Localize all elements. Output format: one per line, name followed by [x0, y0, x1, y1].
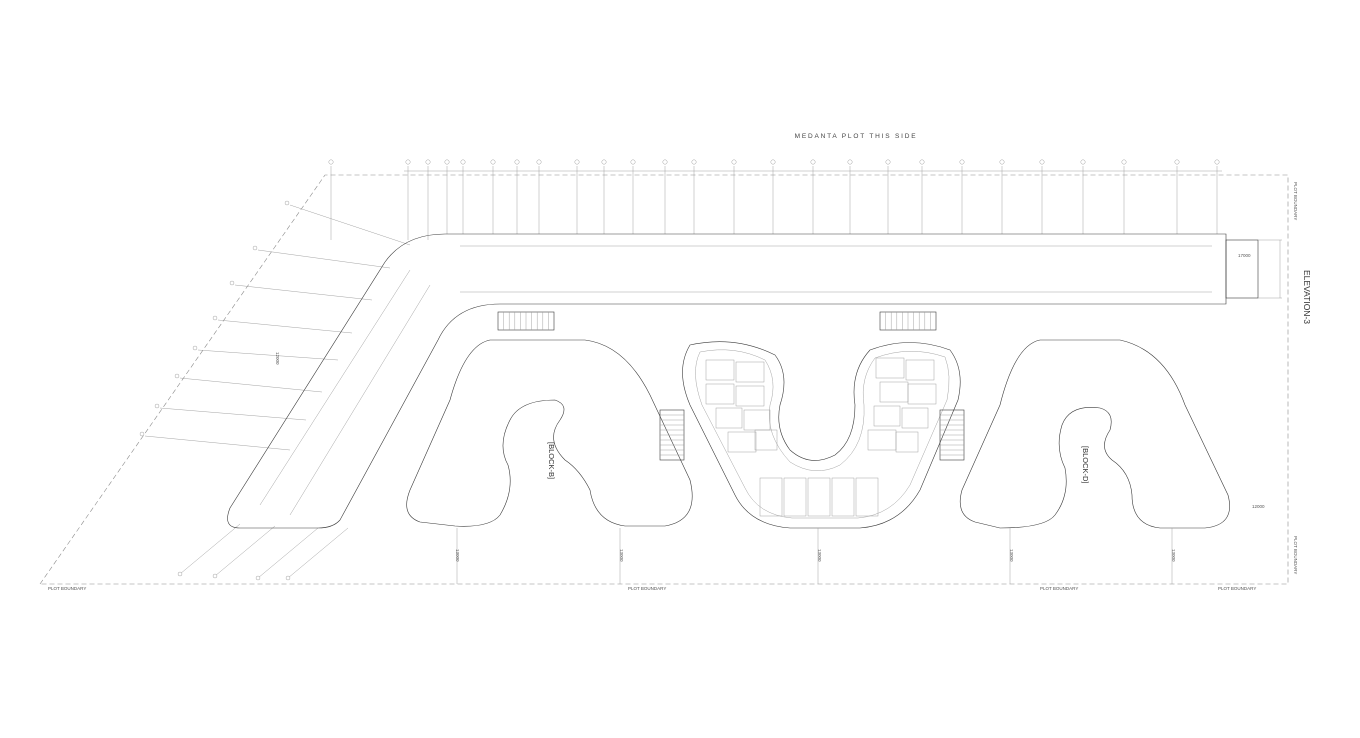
- room-cell: [735, 361, 765, 383]
- room-cell: [705, 383, 735, 405]
- grid-line: [919, 159, 925, 234]
- dim-bottom-gap-1: 13000: [455, 549, 460, 562]
- dim-bottom-gap-2: 13000: [619, 549, 624, 562]
- main-corridor: [227, 233, 1227, 529]
- lower-grid-line: [177, 523, 241, 577]
- dim-diagonal: 12000: [275, 352, 280, 365]
- grid-lines-diagonal: [139, 200, 411, 581]
- room-cell: [759, 477, 783, 517]
- grid-line: [959, 159, 965, 234]
- plot-boundary: [39, 174, 1289, 585]
- room-cell: [705, 359, 735, 381]
- grid-line: [490, 159, 496, 234]
- lower-grid-line: [212, 525, 276, 579]
- grid-line: [405, 159, 411, 240]
- room-cell: [905, 359, 935, 381]
- grid-line: [770, 159, 776, 234]
- block-b-outline: [406, 339, 693, 527]
- dim-bottom-gap-5: 13000: [1171, 549, 1176, 562]
- elevation-label: ELEVATION-3: [1302, 270, 1312, 325]
- grid-line: [1080, 159, 1086, 234]
- block-d-label: [BLOCK-D]: [1081, 446, 1090, 484]
- room-cell: [895, 431, 919, 453]
- room-cell: [873, 405, 901, 427]
- staircase: [939, 409, 965, 461]
- grid-line: [691, 159, 697, 234]
- room-cell: [727, 431, 757, 453]
- block-b-label: [BLOCK-B]: [547, 442, 556, 480]
- diagonal-grid-line: [139, 431, 291, 451]
- room-cell: [907, 383, 937, 405]
- room-cell: [879, 381, 909, 403]
- central-block-outline: [682, 341, 961, 529]
- staircase: [879, 311, 937, 331]
- room-cell: [807, 477, 831, 517]
- grid-line: [536, 159, 542, 234]
- dim-bottom-gap-4: 13000: [1009, 549, 1014, 562]
- plot-boundary-label-right-top: PLOT BOUNDARY: [1293, 182, 1298, 221]
- grid-line: [601, 159, 607, 234]
- grid-line: [1121, 159, 1127, 234]
- grid-line: [630, 159, 636, 234]
- plot-boundary-label-2: PLOT BOUNDARY: [628, 586, 667, 591]
- grid-line: [514, 159, 520, 234]
- grid-line: [810, 159, 816, 234]
- grid-line: [444, 159, 450, 234]
- block-d-outline: [959, 339, 1230, 529]
- lower-grid-line: [285, 527, 349, 581]
- grid-line: [662, 159, 668, 234]
- grid-line: [1214, 159, 1220, 234]
- grid-lines-top: [328, 159, 1222, 240]
- diagonal-grid-line: [192, 345, 339, 361]
- room-cell: [743, 409, 771, 431]
- room-cell: [855, 477, 879, 517]
- dim-right-bottom: 12000: [1252, 504, 1265, 509]
- room-cell: [715, 407, 743, 429]
- plot-boundary-label-right-bottom: PLOT BOUNDARY: [1293, 536, 1298, 575]
- plot-boundary-label-1: PLOT BOUNDARY: [48, 586, 87, 591]
- diagonal-grid-line: [252, 245, 391, 269]
- room-cell: [735, 385, 765, 407]
- dim-bottom-gap-3: 13000: [817, 549, 822, 562]
- grid-line: [1039, 159, 1045, 234]
- plot-boundary-label-4: PLOT BOUNDARY: [1218, 586, 1257, 591]
- diagonal-grid-line: [154, 403, 307, 421]
- staircase: [659, 409, 685, 461]
- diagonal-grid-line: [229, 280, 373, 301]
- grid-line: [574, 159, 580, 234]
- grid-line: [1174, 159, 1180, 234]
- grid-line: [460, 159, 466, 234]
- top-plot-label: MEDANTA PLOT THIS SIDE: [794, 133, 918, 140]
- room-cell: [831, 477, 855, 517]
- dim-right-width: 17000: [1238, 253, 1251, 258]
- diagonal-grid-line: [284, 200, 411, 246]
- diagonal-grid-line: [212, 315, 353, 334]
- room-cell: [783, 477, 807, 517]
- grid-line: [847, 159, 853, 234]
- lower-grid-line: [255, 527, 319, 581]
- staircase: [497, 311, 555, 331]
- grid-line: [885, 159, 891, 234]
- staircases: [497, 311, 965, 461]
- grid-line: [328, 159, 334, 240]
- plot-boundary-label-3: PLOT BOUNDARY: [1040, 586, 1079, 591]
- diagonal-grid-line: [174, 373, 323, 393]
- room-cell: [901, 407, 929, 429]
- right-corridor-stub: [1225, 239, 1282, 299]
- grid-line: [425, 159, 431, 240]
- room-cell: [875, 357, 905, 379]
- room-cell: [754, 429, 778, 451]
- room-cell: [867, 429, 897, 451]
- grid-line: [731, 159, 737, 234]
- grid-line: [999, 159, 1005, 234]
- bottom-dimension-lines: [456, 528, 1173, 584]
